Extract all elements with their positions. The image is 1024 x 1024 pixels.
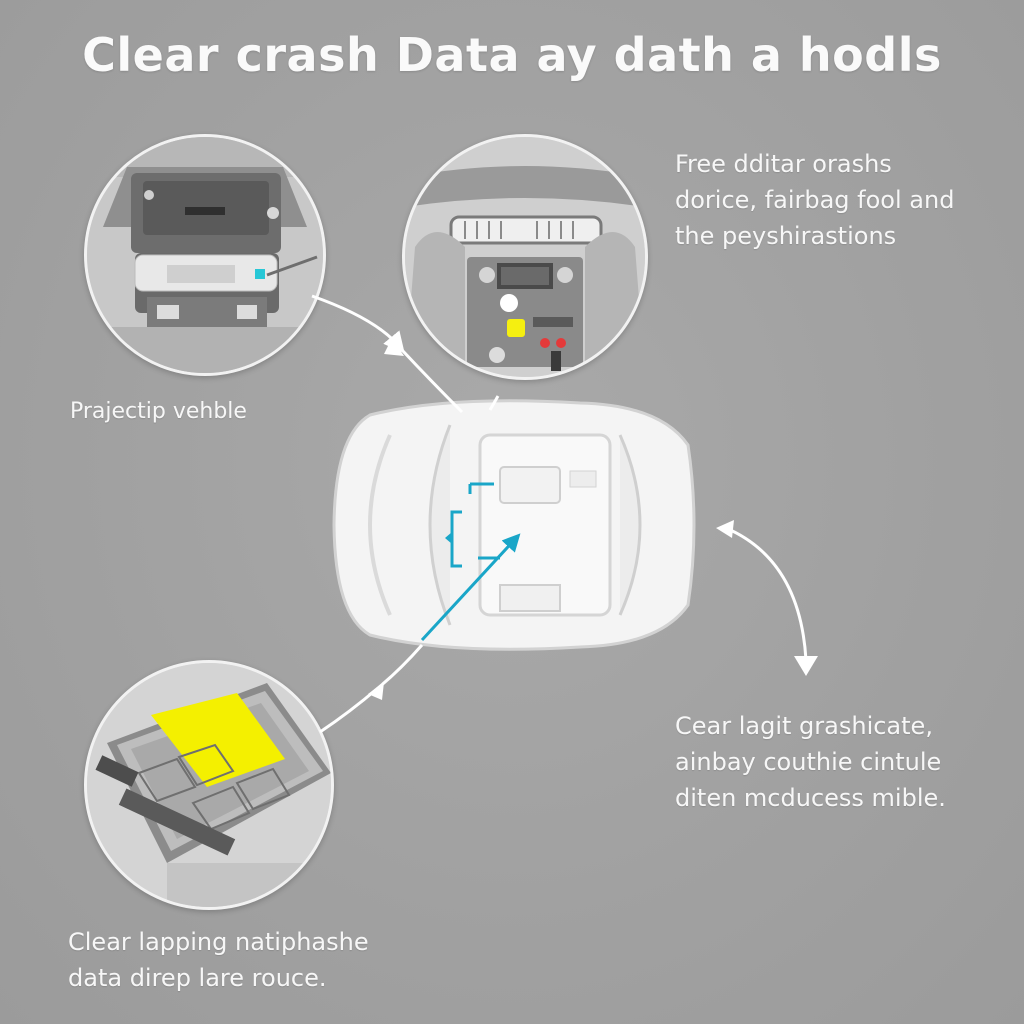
caption-bottom-right: Cear lagit grashicate, ainbay couthie ci… (675, 712, 946, 812)
airbag-module-photo (84, 134, 326, 376)
arrow-board-to-car (319, 644, 424, 734)
caption-bottom-left: Clear lapping natiphashe data direp lare… (68, 928, 369, 992)
caption-left: Prajectip vehble (70, 399, 247, 424)
diagram-title: Clear crash Data ay dath a hodls (82, 28, 942, 82)
control-module-board-photo (84, 660, 334, 910)
arrow-right-loop (725, 526, 808, 661)
caption-top-right: Free dditar orashs dorice, fairbag fool … (675, 150, 955, 250)
car-top-view (332, 399, 696, 651)
dashboard-console-photo (402, 134, 648, 380)
